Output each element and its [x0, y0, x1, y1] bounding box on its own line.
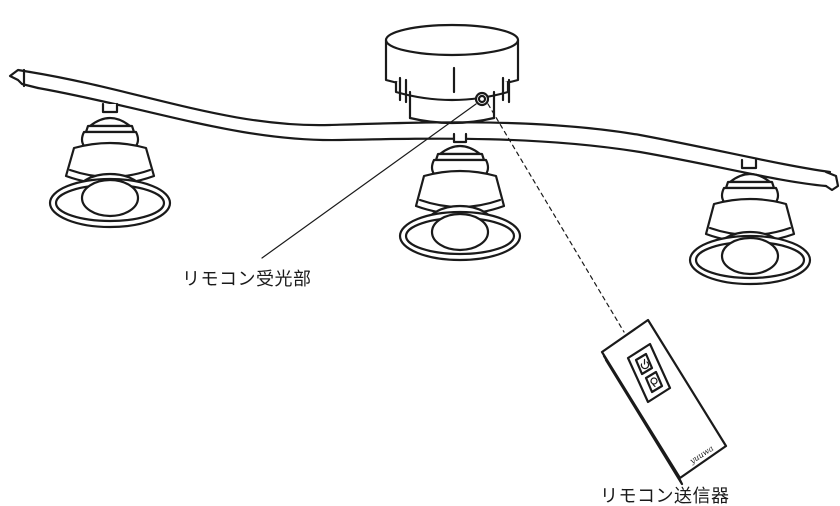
pendant-lamp-center [398, 132, 522, 262]
bulb-icon[interactable] [650, 377, 658, 388]
pendant-lamp-left [48, 102, 172, 229]
transmitter-label: リモコン送信器 [600, 486, 730, 506]
pendant-lamp-right [688, 158, 812, 286]
receiver-leader-line [261, 103, 477, 259]
ceiling-canopy [384, 23, 520, 125]
remote-transmitter [600, 318, 728, 486]
remote-receiver-sensor [474, 91, 490, 107]
signal-dashed-line [487, 103, 625, 333]
power-icon[interactable] [640, 358, 650, 370]
receiver-label: リモコン受光部 [182, 269, 312, 290]
